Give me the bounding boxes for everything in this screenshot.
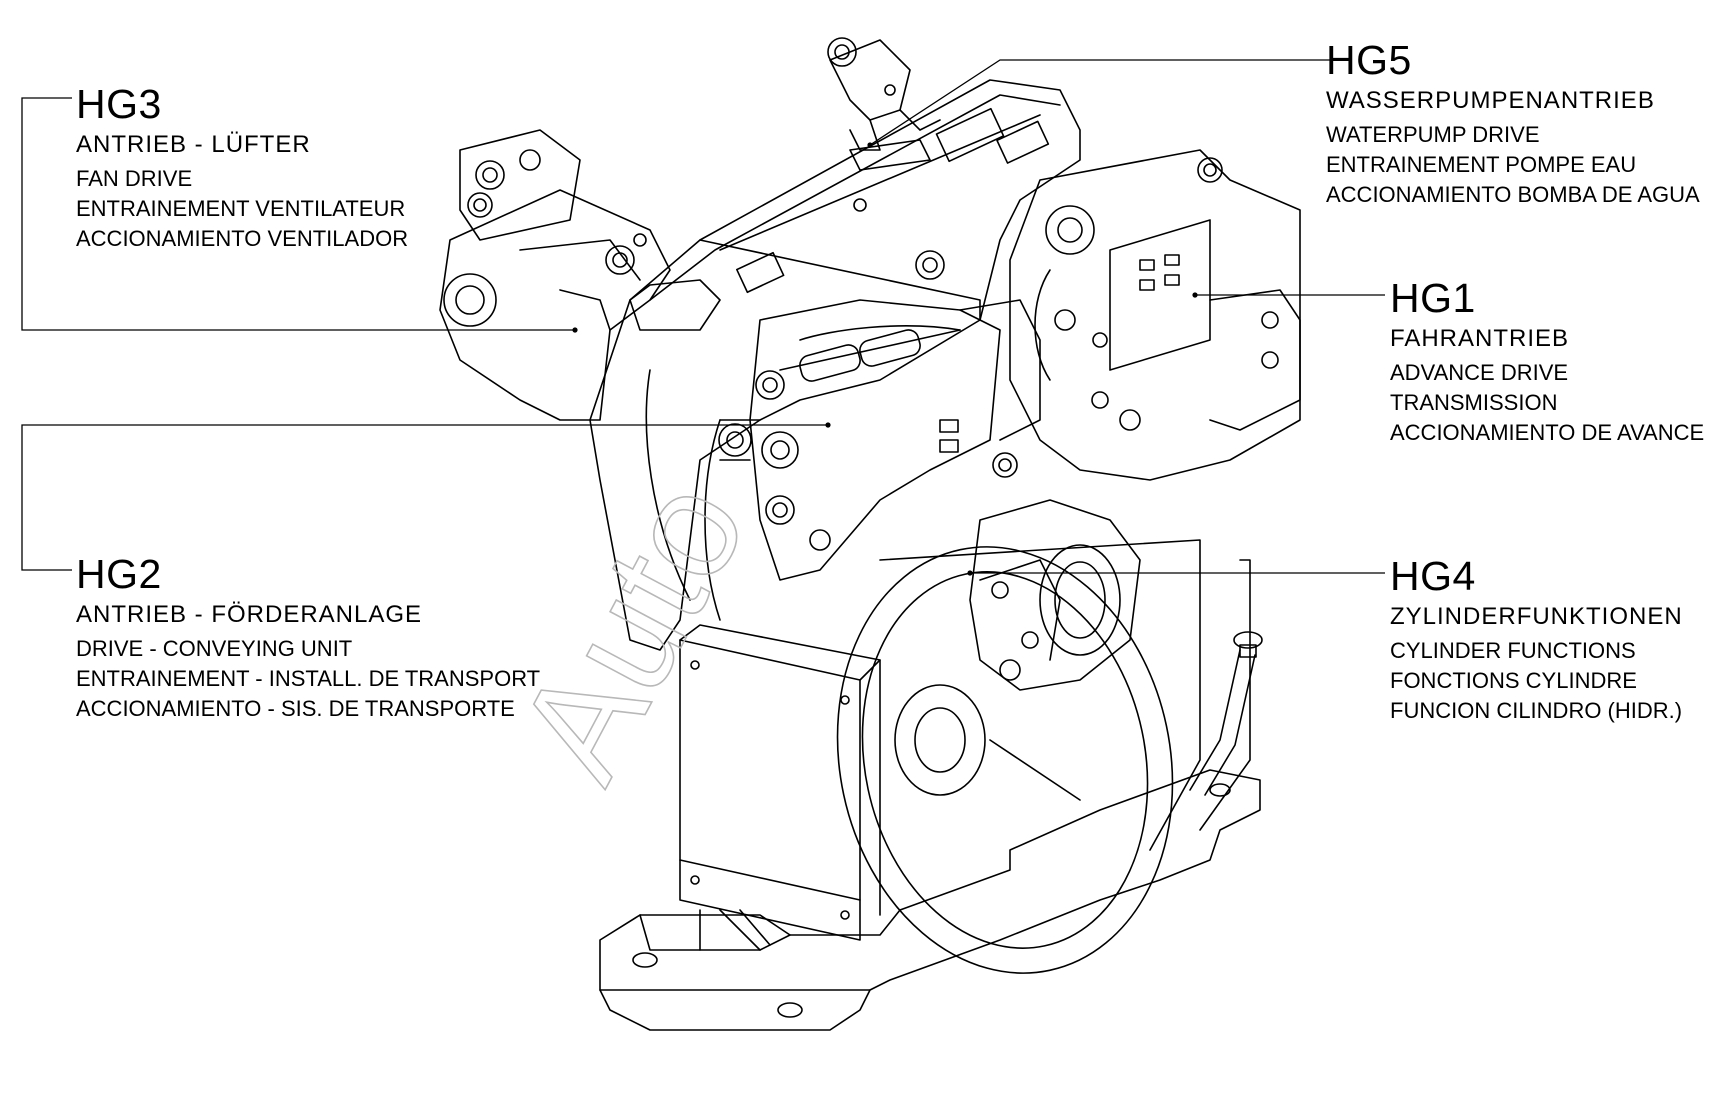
callout-hg3: HG3 ANTRIEB - LÜFTER FAN DRIVE ENTRAINEM…	[76, 84, 408, 250]
hydraulic-pipe	[1189, 631, 1263, 796]
callout-code: HG2	[76, 551, 162, 597]
fan-drive-pump	[439, 129, 671, 421]
callout-hg4: HG4 ZYLINDERFUNKTIONEN CYLINDER FUNCTION…	[1390, 556, 1683, 722]
callout-english-label: CYLINDER FUNCTIONS	[1390, 638, 1636, 663]
main-housing	[589, 79, 1081, 651]
callout-code: HG1	[1390, 275, 1476, 321]
callout-spanish-label: ACCIONAMIENTO - SIS. DE TRANSPORTE	[76, 696, 515, 721]
callout-spanish-label: ACCIONAMIENTO VENTILADOR	[76, 226, 409, 251]
water-pump-drive	[827, 37, 941, 171]
leader-line-hg5	[869, 59, 1330, 146]
callout-spanish-label: FUNCION CILINDRO (HIDR.)	[1390, 698, 1683, 723]
cylinder-function-pump	[969, 499, 1141, 691]
leader-line-hg3	[21, 97, 575, 331]
callout-french-label: TRANSMISSION	[1390, 390, 1558, 415]
callout-spanish-label: ACCIONAMIENTO DE AVANCE	[1390, 420, 1705, 445]
base-foot	[599, 769, 1261, 1031]
callout-hg1: HG1 FAHRANTRIEB ADVANCE DRIVE TRANSMISSI…	[1390, 278, 1704, 444]
callout-german-label: ANTRIEB - LÜFTER	[76, 131, 311, 158]
callout-spanish-label: ACCIONAMIENTO BOMBA DE AGUA	[1326, 182, 1700, 207]
callout-french-label: FONCTIONS CYLINDRE	[1390, 668, 1637, 693]
callout-hg5: HG5 WASSERPUMPENANTRIEB WATERPUMP DRIVE …	[1326, 40, 1700, 206]
callout-french-label: ENTRAINEMENT VENTILATEUR	[76, 196, 406, 221]
callout-german-label: ANTRIEB - FÖRDERANLAGE	[76, 601, 423, 628]
leader-lines	[21, 59, 1385, 574]
callout-code: HG5	[1326, 37, 1412, 83]
travel-drive-pump	[1009, 149, 1301, 481]
callout-german-label: WASSERPUMPENANTRIEB	[1326, 87, 1655, 114]
callout-hg2: HG2 ANTRIEB - FÖRDERANLAGE DRIVE - CONVE…	[76, 554, 540, 720]
lower-housing	[679, 624, 881, 941]
callout-code: HG3	[76, 81, 162, 127]
callout-french-label: ENTRAINEMENT POMPE EAU	[1326, 152, 1637, 177]
bell-housing	[836, 539, 1251, 974]
conveyor-drive-pump	[718, 299, 1041, 581]
callout-english-label: WATERPUMP DRIVE	[1326, 122, 1540, 147]
callout-german-label: ZYLINDERFUNKTIONEN	[1390, 603, 1683, 630]
callout-english-label: DRIVE - CONVEYING UNIT	[76, 636, 353, 661]
callout-german-label: FAHRANTRIEB	[1390, 325, 1570, 352]
callout-english-label: ADVANCE DRIVE	[1390, 360, 1569, 385]
leader-line-hg2	[21, 424, 828, 571]
callout-code: HG4	[1390, 553, 1476, 599]
callout-french-label: ENTRAINEMENT - INSTALL. DE TRANSPORT	[76, 666, 541, 691]
callout-english-label: FAN DRIVE	[76, 166, 193, 191]
